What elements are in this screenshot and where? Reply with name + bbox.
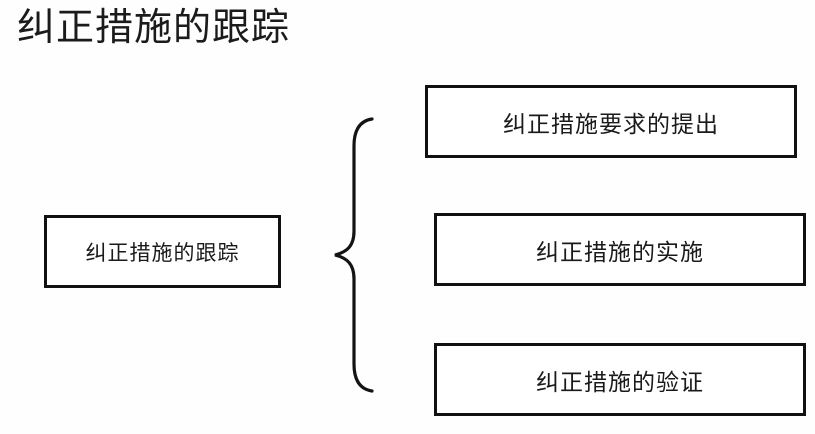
- branch-node-label-1: 纠正措施的实施: [536, 239, 704, 265]
- page-title: 纠正措施的跟踪: [17, 7, 291, 49]
- branch-node-box-1[interactable]: 纠正措施的实施: [434, 213, 806, 286]
- branch-node-label-0: 纠正措施要求的提出: [503, 111, 719, 137]
- root-node-box[interactable]: 纠正措施的跟踪: [44, 215, 281, 288]
- branch-node-label-2: 纠正措施的验证: [536, 369, 704, 395]
- branch-node-box-2[interactable]: 纠正措施的验证: [434, 343, 806, 416]
- left-curly-brace-icon: [315, 105, 390, 405]
- brace-path: [334, 117, 374, 393]
- brace-svg: [334, 117, 374, 393]
- branch-node-box-0[interactable]: 纠正措施要求的提出: [425, 85, 797, 158]
- root-node-label: 纠正措施的跟踪: [85, 240, 240, 265]
